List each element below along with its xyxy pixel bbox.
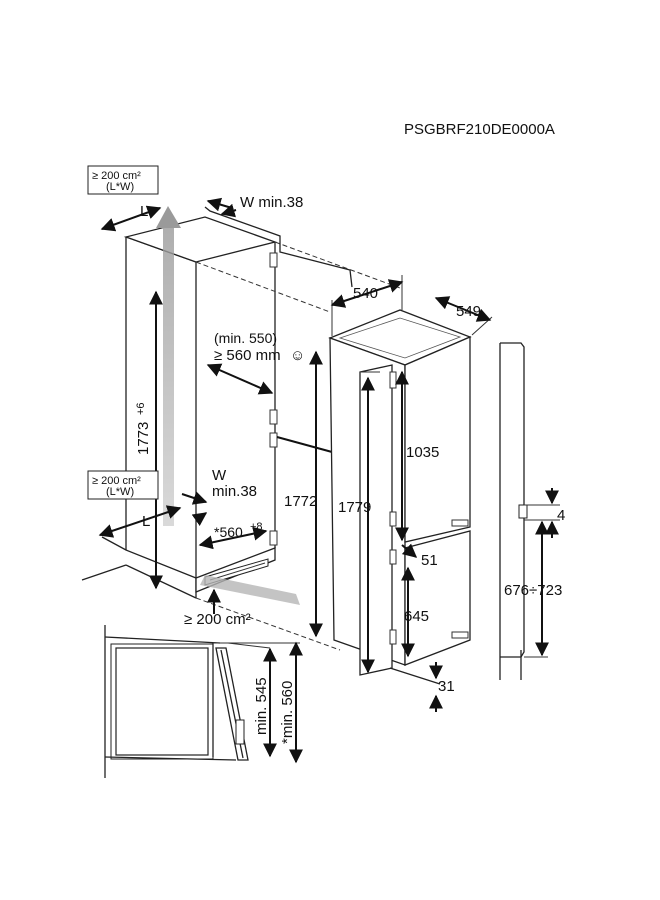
freezer-1035: 1035 — [406, 444, 439, 461]
height-1772: 1772 — [284, 493, 317, 510]
appliance-hinge-icon — [389, 371, 469, 645]
range-676-723: 676÷723 — [504, 582, 562, 599]
airflow-arrow — [156, 206, 300, 605]
top-L: L — [140, 203, 148, 220]
bottom-vent-callout: ≥ 200 cm² (L*W) — [87, 470, 159, 500]
smiley-icon: ☺ — [290, 347, 305, 364]
height-1779: 1779 — [338, 499, 371, 516]
bottom-W-min: min.38 — [212, 483, 257, 500]
height-1773: 1773 — [135, 422, 152, 455]
gap-31: 31 — [438, 678, 455, 695]
min-560: ≥ 560 mm — [214, 347, 281, 364]
side-min-560: *min. 560 — [279, 681, 296, 744]
side-min-545: min. 545 — [253, 677, 270, 735]
top-vent-area: ≥ 200 cm² — [92, 170, 141, 182]
floor-vent: ≥ 200 cm² — [184, 611, 251, 628]
min-550: (min. 550) — [214, 330, 277, 346]
top-vent-callout: ≥ 200 cm² (L*W) — [87, 165, 159, 195]
height-1773-tol: +6 — [135, 402, 147, 415]
depth-549: 549 — [456, 303, 481, 320]
gap-4: 4 — [557, 507, 565, 524]
side-detail — [104, 625, 300, 778]
bottom-vent-formula: (L*W) — [106, 486, 134, 498]
model-code: PSGBRF210DE0000A — [404, 121, 555, 138]
width-540: 540 — [353, 285, 378, 302]
fridge-645: 645 — [404, 608, 429, 625]
bottom-W: W — [212, 467, 227, 484]
top-vent-formula: (L*W) — [106, 181, 134, 193]
bottom-vent-area: ≥ 200 cm² — [92, 475, 141, 487]
bottom-L: L — [142, 513, 150, 530]
top-W: W min.38 — [240, 194, 303, 211]
appliance — [328, 309, 472, 685]
gap-51: 51 — [421, 552, 438, 569]
hinge-icon — [269, 252, 278, 546]
door-profile — [499, 342, 528, 680]
